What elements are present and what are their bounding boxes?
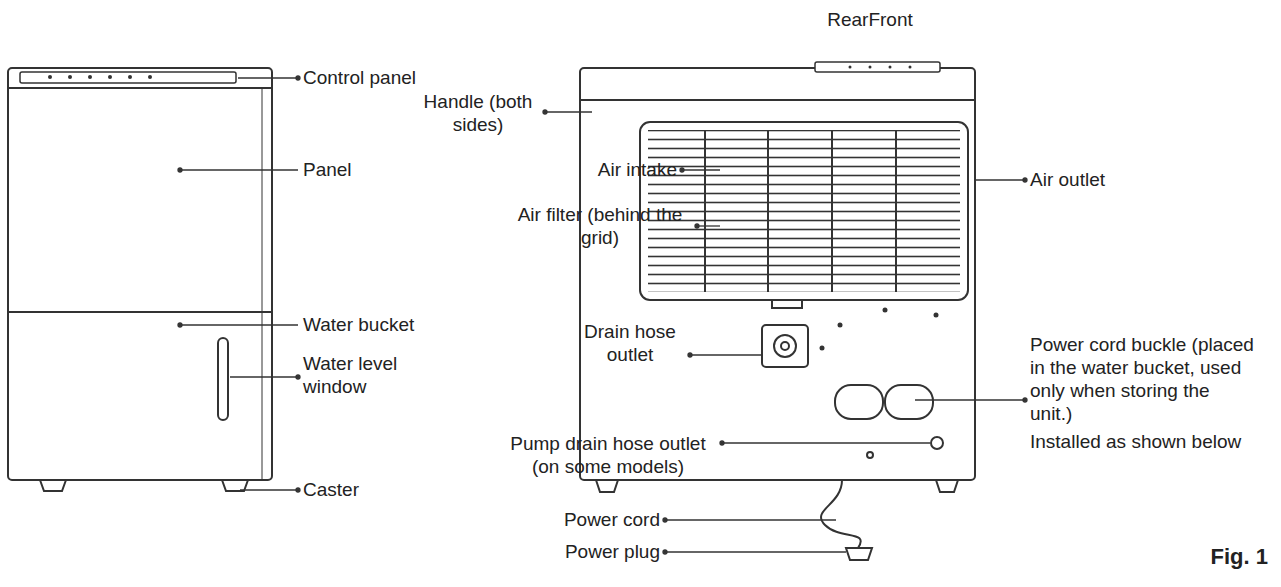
- part-label: Power plug: [565, 540, 660, 563]
- part-label: Panel: [303, 158, 352, 181]
- part-label: Water level window: [303, 352, 418, 398]
- part-label: Pump drain hose outlet (on some models): [501, 432, 716, 478]
- figure-caption: Fig. 1: [1211, 545, 1268, 568]
- part-label: Installed as shown below: [1030, 430, 1241, 453]
- part-label: Drain hose outlet: [575, 320, 685, 366]
- part-label: Water bucket: [303, 313, 414, 336]
- part-label: Power cord: [564, 508, 660, 531]
- part-label: Control panel: [303, 66, 416, 89]
- part-label: Handle (both sides): [413, 90, 543, 136]
- part-label: Air intake: [598, 158, 677, 181]
- part-label: Air filter (behind the grid): [510, 203, 690, 249]
- part-label: Power cord buckle (placed in the water b…: [1030, 333, 1255, 425]
- part-label: Caster: [303, 478, 359, 501]
- part-label: RearFront: [827, 8, 913, 31]
- part-label: Air outlet: [1030, 168, 1105, 191]
